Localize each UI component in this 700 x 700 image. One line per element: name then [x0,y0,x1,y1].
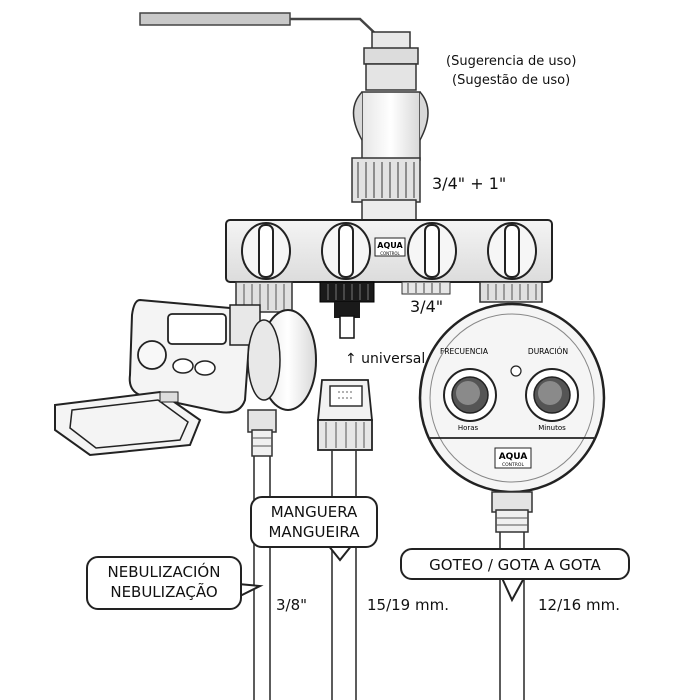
hose-callout-line1: MANGUERA [270,503,358,521]
drip-connector [491,491,533,533]
hose-pipe-size: 15/19 mm. [367,596,449,614]
inlet-coupling [351,157,421,221]
universal-label: ↑ universal [345,351,426,367]
outlet-3-thread [401,281,451,295]
timer-brand-name: AQUA [499,452,528,462]
mechanical-timer: FRECUENCIA DURACIÓN Horas Minutos AQUA C… [418,302,606,494]
duration-dial-title: DURACIÓN [528,347,568,356]
valve-handle-1[interactable] [241,222,291,280]
timer-main-button [137,340,167,370]
mist-callout-line1: NEBULIZACIÓN [107,563,221,581]
brand-logo: AQUA CONTROL [374,237,406,257]
valve-handle-3[interactable] [407,222,457,280]
frequency-dial-title: FRECUENCIA [440,347,489,356]
brand-logo-name: AQUA [377,241,403,250]
outlet-2-quick-connector [319,281,375,339]
mist-pipe-size: 3/8" [276,596,308,614]
timer-brand-logo: AQUA CONTROL [494,447,532,469]
brand-logo-sub: CONTROL [380,251,400,256]
timer-button-a [172,358,194,374]
frequency-dial[interactable] [443,368,497,422]
mist-callout-line2: NEBULIZAÇÃO [110,583,218,601]
duration-dial[interactable] [525,368,579,422]
outlet-4-coupling [479,281,543,303]
timer-button-b [194,360,216,376]
hose-callout-line2: MANGUEIRA [268,523,360,541]
faucet-body [352,63,429,161]
mist-callout-tail [237,583,264,597]
hose-callout-tail [327,544,353,562]
timer-display [167,313,227,345]
outlet-size-label: 3/4" [410,297,444,316]
drip-callout-tail [501,577,525,603]
mist-connector [247,409,277,457]
electronic-timer [54,298,317,457]
valve-handle-2[interactable] [321,222,371,280]
drip-pipe-size: 12/16 mm. [538,596,620,614]
faucet-nut [363,31,419,65]
frequency-dial-unit: Horas [458,424,479,432]
usage-note-line2: (Sugestão de uso) [452,73,571,88]
duration-dial-unit: Minutos [538,424,566,432]
drip-callout: GOTEO / GOTA A GOTA [400,548,630,580]
hose-connector [317,379,373,451]
valve-handle-4[interactable] [487,222,537,280]
mist-pipe [253,456,271,700]
hose-pipe [331,450,357,700]
faucet-handle [139,12,381,39]
usage-note-line1: (Sugerencia de uso) [446,54,577,69]
drip-callout-text: GOTEO / GOTA A GOTA [429,556,601,574]
timer-brand-sub: CONTROL [502,462,524,468]
inlet-size-label: 3/4" + 1" [432,174,507,193]
hose-callout: MANGUERA MANGUEIRA [250,496,378,548]
mist-callout: NEBULIZACIÓN NEBULIZAÇÃO [86,556,242,610]
